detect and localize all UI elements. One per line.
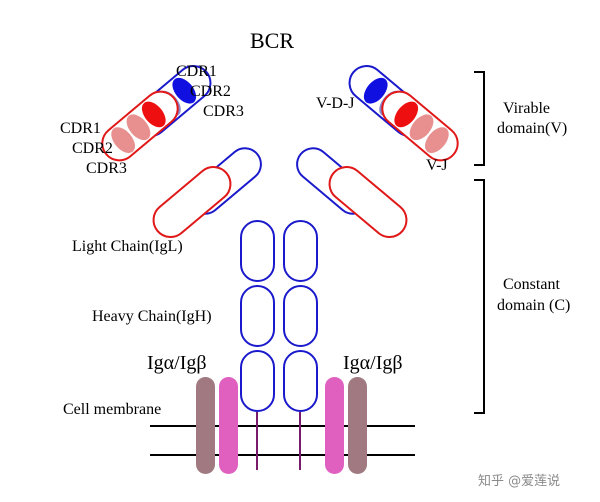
watermark: 知乎 @爱莲说 [478, 473, 560, 489]
light-cdr1-right [424, 127, 449, 154]
ig-beta-left [219, 377, 238, 474]
label-constant-domain-line2: domain (C) [497, 297, 570, 314]
heavy-constant-right-3 [283, 350, 318, 412]
light-variable-right [381, 90, 459, 162]
label-variable-domain-line1: Virable [503, 100, 550, 117]
heavy-cdr3-left [172, 77, 197, 104]
label-ig-left: Igα/Igβ [147, 352, 207, 374]
bracket-variable-domain [474, 71, 485, 166]
ig-alpha-right [348, 377, 367, 474]
bracket-constant-domain [474, 179, 485, 414]
label-variable-domain-line2: domain(V) [497, 120, 567, 137]
label-cell-membrane: Cell membrane [63, 401, 161, 418]
light-cdr3-right [394, 101, 419, 128]
diagram-title: BCR [250, 28, 294, 53]
label-heavy-chain: Heavy Chain(IgH) [92, 308, 212, 325]
heavy-constant-left-3 [240, 350, 275, 412]
ig-beta-right [325, 377, 344, 474]
ig-alpha-left [196, 377, 215, 474]
light-cdr2-left [126, 114, 151, 141]
label-cdr1-heavy: CDR1 [176, 63, 217, 80]
label-cdr1-light: CDR1 [60, 120, 101, 137]
heavy-constant-left-1 [240, 220, 275, 282]
heavy-constant-left-2 [240, 285, 275, 347]
heavy-cdr3-right [363, 77, 388, 104]
light-cdr1-left [111, 127, 136, 154]
light-constant-left [152, 166, 232, 238]
label-light-chain: Light Chain(IgL) [72, 238, 183, 255]
label-constant-domain-line1: Constant [503, 276, 560, 293]
label-cdr2-light: CDR2 [72, 140, 113, 157]
light-cdr2-right [409, 114, 434, 141]
label-cdr3-heavy: CDR3 [203, 103, 244, 120]
label-vj: V-J [426, 157, 448, 174]
light-cdr3-left [141, 101, 166, 128]
label-ig-right: Igα/Igβ [343, 352, 403, 374]
heavy-constant-right-1 [283, 220, 318, 282]
label-cdr3-light: CDR3 [86, 160, 127, 177]
light-constant-right [328, 166, 408, 238]
light-variable-left [101, 90, 179, 162]
label-cdr2-heavy: CDR2 [190, 83, 231, 100]
heavy-constant-right-2 [283, 285, 318, 347]
label-vdj: V-D-J [316, 95, 355, 112]
